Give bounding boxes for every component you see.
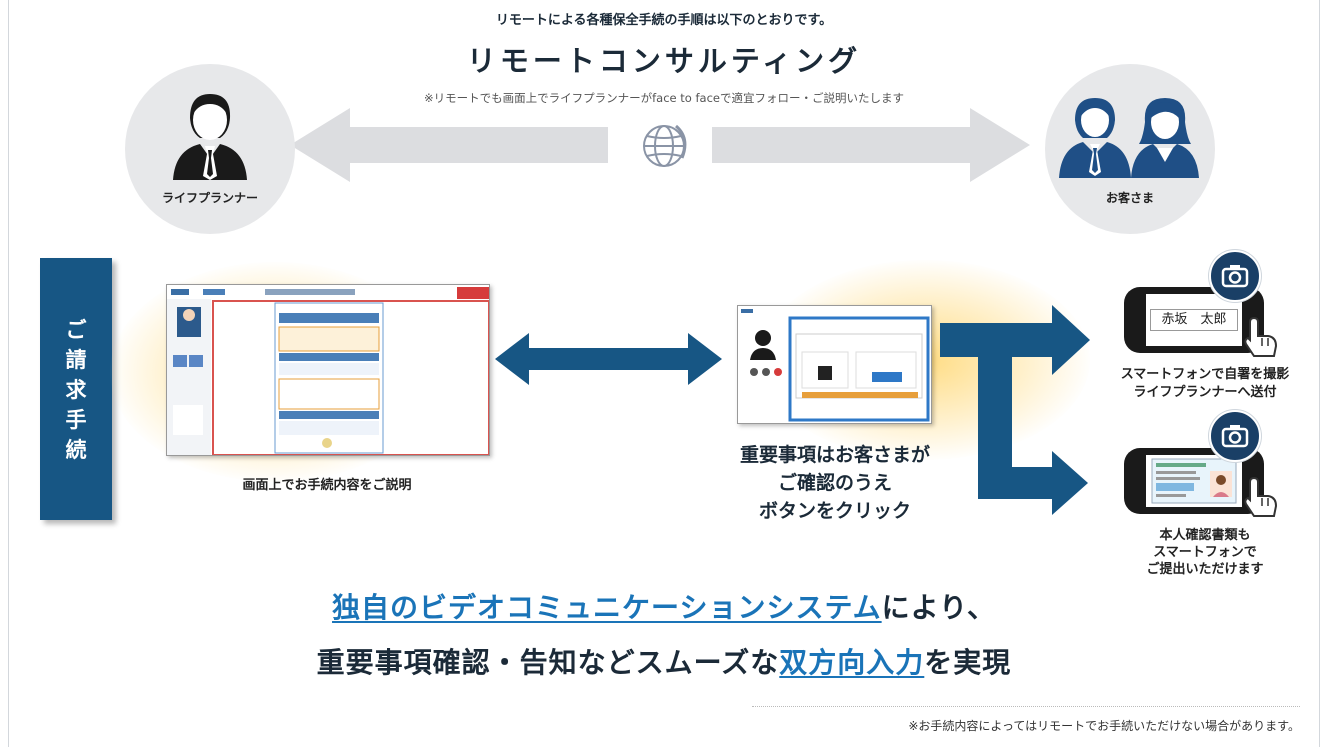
left-caption: 画面上でお手続内容をご説明 (242, 478, 412, 493)
tagline-line1: 独自のビデオコミュニケーションシステムにより、 (0, 586, 1328, 626)
page-frame (8, 0, 1320, 747)
tagline-line2-pre: 重要事項確認・告知などスムーズな (316, 646, 780, 679)
side-label-bar (40, 258, 112, 520)
globe-icon (643, 124, 687, 167)
top-note: リモートによる各種保全手続の手順は以下のとおりです。 (495, 13, 833, 28)
phone1-caption-line1: スマートフォンで自署を撮影 (1120, 367, 1290, 382)
tagline-line1-rest: により、 (881, 591, 996, 624)
side-label-char: 手 (65, 408, 87, 432)
planner-label: ライフプランナー (161, 191, 258, 205)
camera-button-2 (1209, 410, 1261, 462)
tagline-line2-post: を実現 (924, 646, 1012, 679)
customer-label: お客さま (1105, 191, 1154, 205)
tagline-highlight-input: 双方向入力 (779, 646, 925, 679)
signature-name: 赤坂 太郎 (1150, 309, 1238, 331)
side-label-chars: ご請求手続 (40, 315, 112, 465)
tagline-line2: 重要事項確認・告知などスムーズな双方向入力を実現 (0, 641, 1328, 681)
phone1-caption: スマートフォンで自署を撮影 ライフプランナーへ送付 (1085, 366, 1325, 402)
phone-signature-screen: 赤坂 太郎 (1146, 294, 1242, 346)
side-label-char: 求 (65, 378, 87, 402)
planner-icon (173, 94, 247, 180)
phone-id-screen (1146, 455, 1242, 507)
page-title: リモートコンサルティング (466, 44, 862, 78)
camera-button-1 (1209, 250, 1261, 302)
camera-icon (1221, 425, 1249, 448)
hand-tap-icon (1244, 476, 1278, 517)
camera-icon (1221, 265, 1249, 288)
center-caption-line1: 重要事項はお客さまが (739, 444, 930, 466)
planner-screen-mock (167, 285, 490, 456)
center-caption-line3: ボタンをクリック (758, 500, 911, 522)
customers-icon (1059, 98, 1199, 178)
hand-tap-icon (1244, 316, 1278, 357)
side-label-char: 続 (65, 438, 87, 462)
center-caption-line2: ご確認のうえ (777, 472, 892, 494)
phone2-caption-line1: 本人確認書類も (1159, 528, 1251, 543)
id-card-mock (1151, 458, 1237, 504)
side-label-char: ご (65, 318, 87, 342)
planner-screen-thumbnail (166, 284, 490, 456)
phone2-caption-line3: ご提出いただけます (1146, 562, 1264, 577)
bidirectional-arrow (290, 108, 1030, 182)
tagline-highlight-system: 独自のビデオコミュニケーションシステム (332, 591, 882, 624)
sub-note: ※リモートでも画面上でライフプランナーがface to faceで適宜フォロー・… (424, 91, 904, 105)
center-caption: 重要事項はお客さまが ご確認のうえ ボタンをクリック (700, 441, 970, 525)
phone1-caption-line2: ライフプランナーへ送付 (1133, 385, 1277, 400)
phone2-caption-line2: スマートフォンで (1153, 545, 1257, 560)
two-way-arrow (495, 333, 722, 385)
customer-screen-mock (738, 306, 931, 423)
disclaimer-divider (752, 706, 1300, 707)
phone2-caption: 本人確認書類も スマートフォンで ご提出いただけます (1085, 527, 1325, 578)
branch-arrows (940, 305, 1090, 515)
disclaimer: ※お手続内容によってはリモートでお手続いただけない場合があります。 (908, 719, 1300, 733)
side-label: ご請求手続 (40, 315, 112, 465)
customer-screen-thumbnail (737, 305, 932, 424)
side-label-char: 請 (65, 348, 87, 372)
